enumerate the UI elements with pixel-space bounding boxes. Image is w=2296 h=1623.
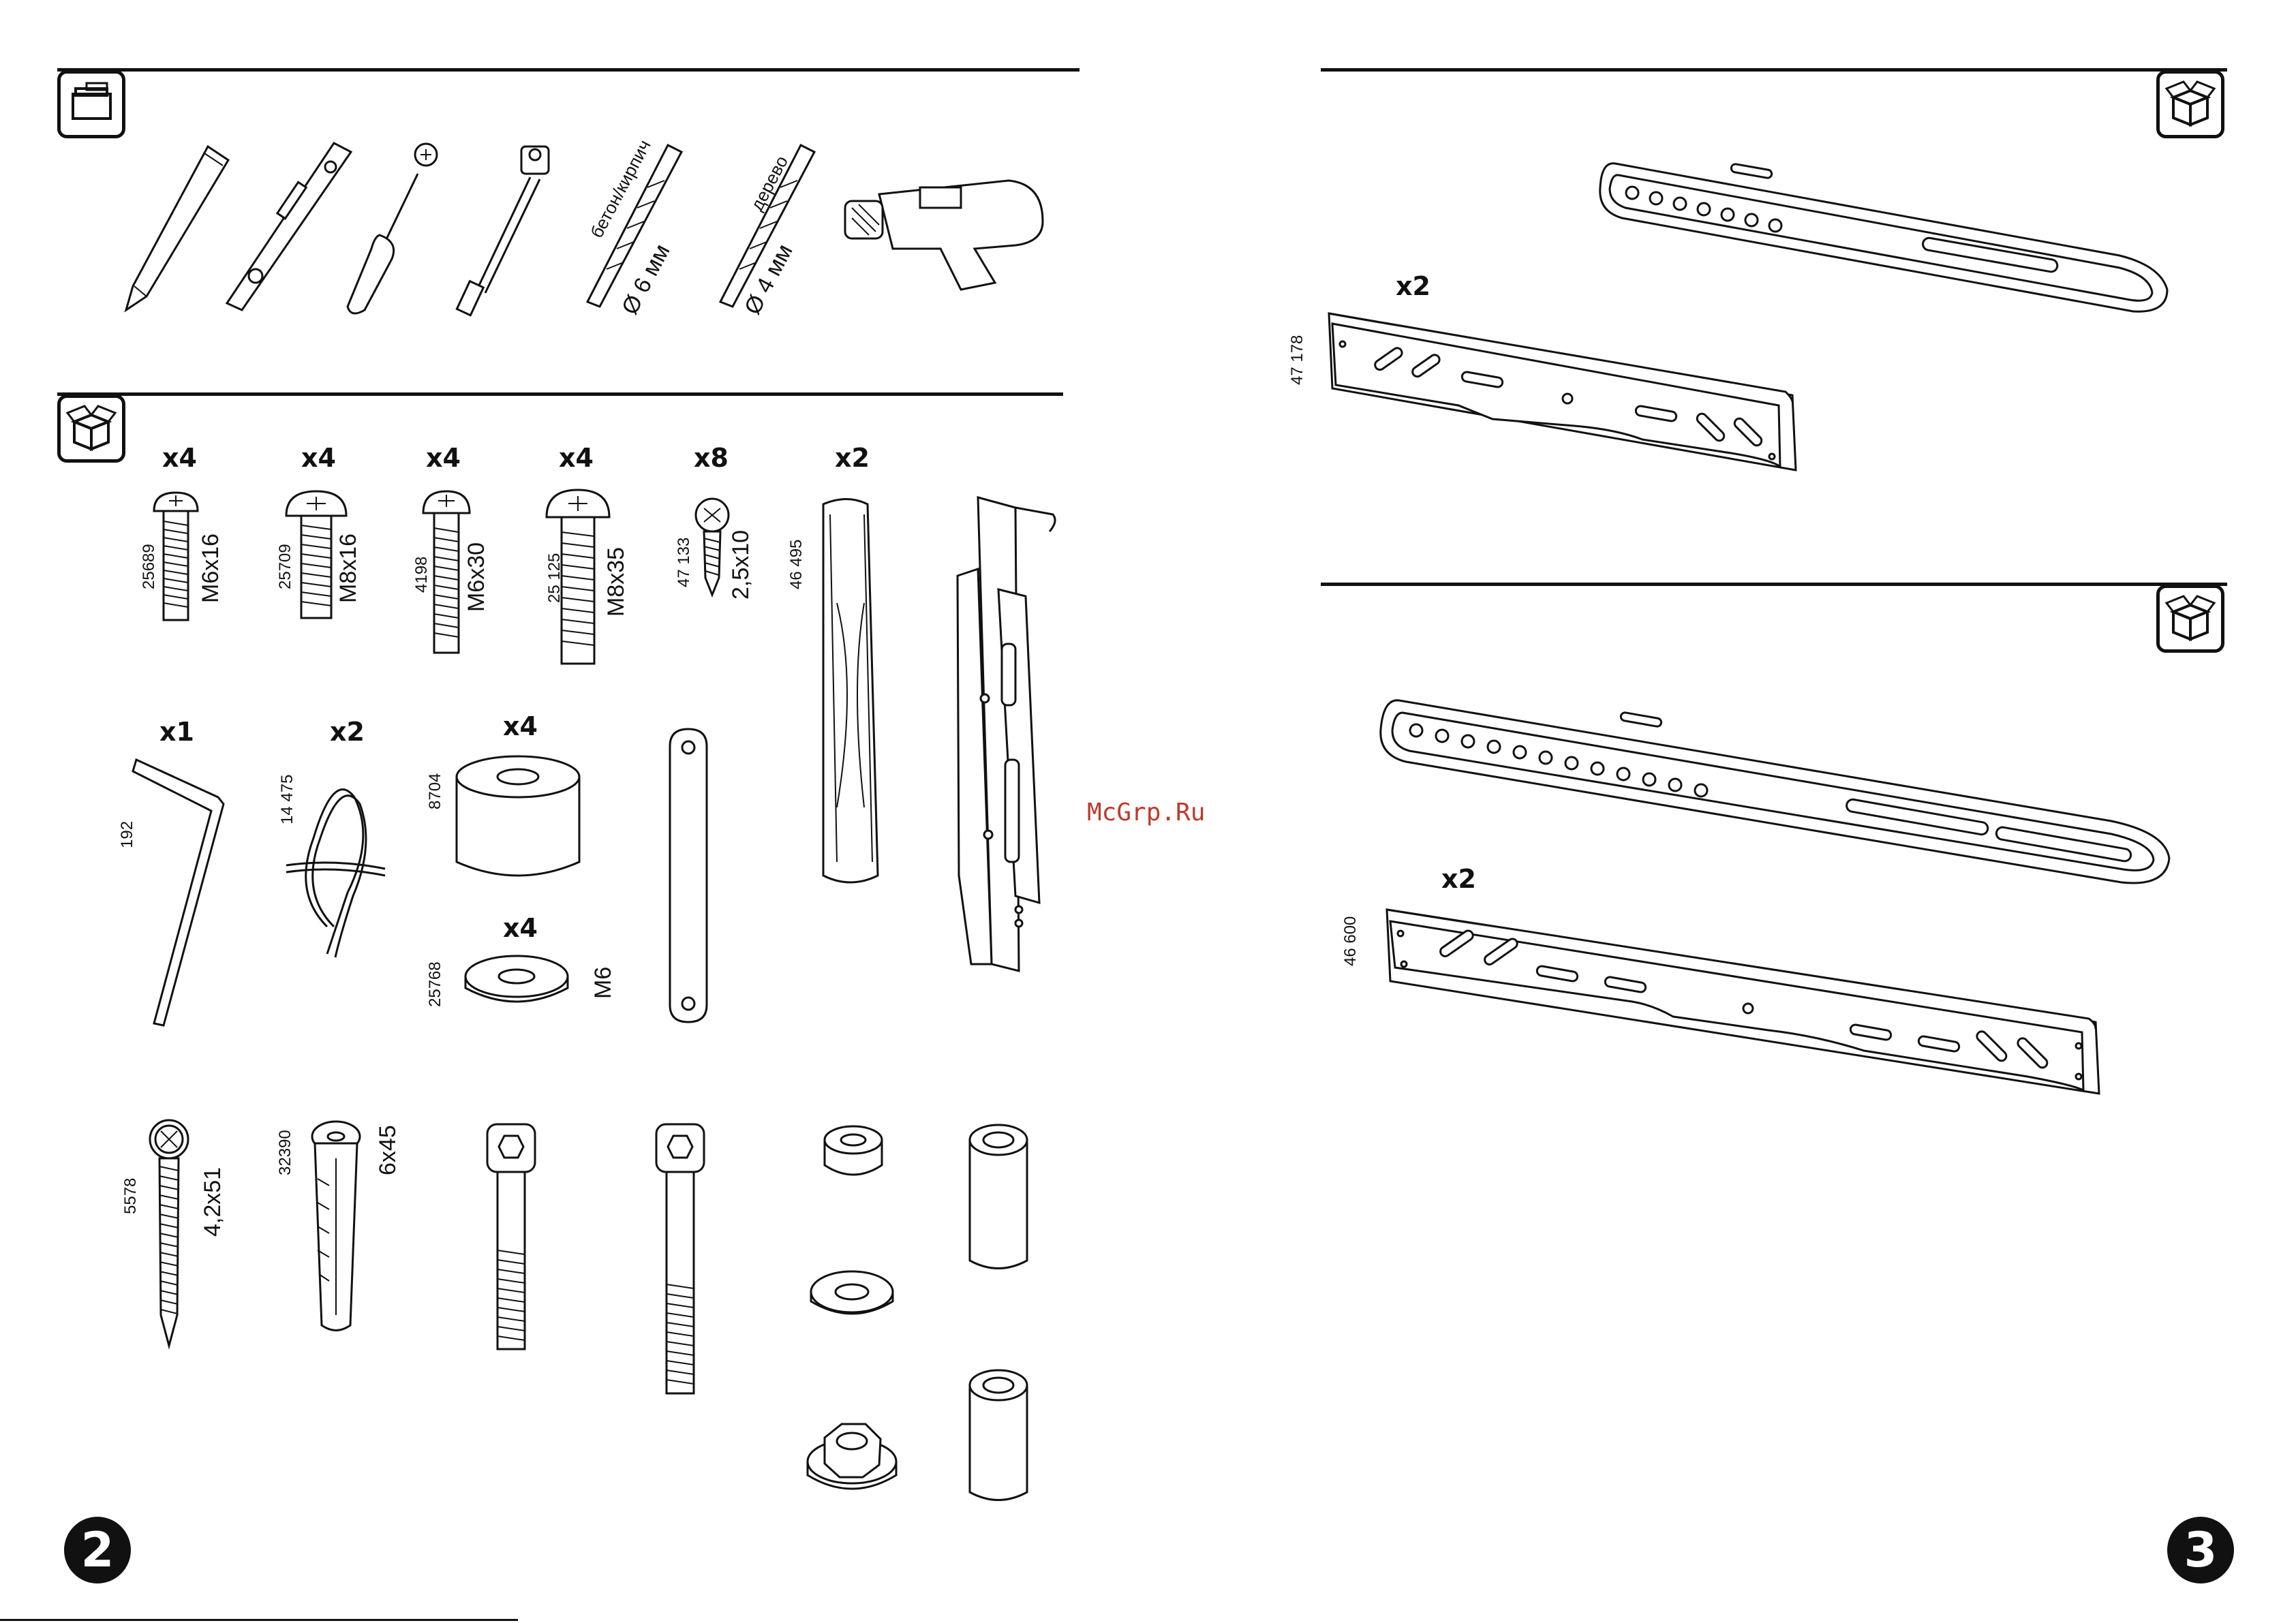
right-1-code: 47 178 bbox=[1288, 335, 1307, 385]
part-8-code: 14 475 bbox=[278, 775, 297, 824]
page-number-right: 3 bbox=[2167, 1517, 2234, 1583]
part-5-code: 47 133 bbox=[675, 538, 694, 587]
tv-bracket-2 bbox=[1380, 906, 2116, 1097]
pencil-icon bbox=[119, 140, 235, 317]
part-8-qty: x2 bbox=[330, 717, 365, 747]
page-number-left: 2 bbox=[64, 1517, 131, 1583]
right-2-code: 46 600 bbox=[1341, 916, 1360, 966]
part-4-qty: x4 bbox=[559, 443, 594, 473]
part-6-qty: x2 bbox=[835, 443, 870, 473]
part-4-size: M8x35 bbox=[603, 547, 630, 617]
vertical-arm-bracket bbox=[951, 494, 1060, 985]
part-11-size: 4,2x51 bbox=[200, 1167, 226, 1237]
part-3-code: 4198 bbox=[412, 557, 431, 593]
washer-m6 bbox=[462, 950, 571, 1012]
socket-cap-bolt-short bbox=[477, 1121, 545, 1356]
part-7-qty: x1 bbox=[159, 717, 194, 747]
tools-section-rule bbox=[57, 68, 1080, 72]
part-3-size: M6x30 bbox=[463, 542, 490, 612]
part-1-size: M6x16 bbox=[198, 534, 224, 603]
part-11-code: 5578 bbox=[121, 1178, 140, 1214]
power-drill-icon bbox=[838, 153, 1063, 296]
spacer-tube-1 bbox=[964, 1121, 1032, 1278]
part-6-code: 46 495 bbox=[787, 540, 806, 589]
right-2-qty: x2 bbox=[1441, 864, 1476, 894]
right-section-2-rule bbox=[1321, 583, 2227, 586]
box-icon bbox=[57, 395, 125, 463]
part-12-size: 6x45 bbox=[375, 1125, 401, 1175]
part-7-code: 192 bbox=[118, 821, 137, 848]
box-icon-right-1 bbox=[2156, 70, 2224, 138]
part-3-qty: x4 bbox=[426, 443, 461, 473]
part-10-size: M6 bbox=[590, 967, 617, 999]
part-10-code: 25768 bbox=[426, 961, 445, 1007]
hex-key bbox=[129, 756, 232, 1029]
part-9-code: 8704 bbox=[426, 773, 445, 809]
part-10-qty: x4 bbox=[503, 913, 538, 943]
part-1-code: 25689 bbox=[140, 544, 159, 589]
toolbox-icon bbox=[57, 70, 125, 138]
tv-bracket-1 bbox=[1322, 310, 1813, 474]
screwdriver-icon bbox=[337, 140, 453, 317]
wall-rail-short bbox=[1595, 153, 2188, 324]
socket-wrench-icon bbox=[450, 140, 566, 317]
watermark: McGrp.Ru bbox=[1087, 799, 1205, 826]
part-9-qty: x4 bbox=[503, 711, 538, 741]
part-2-qty: x4 bbox=[301, 443, 336, 473]
cover-cap-part bbox=[810, 494, 885, 889]
bottom-edge-line bbox=[0, 1619, 518, 1621]
right-1-qty: x2 bbox=[1396, 271, 1430, 301]
connecting-plate bbox=[664, 726, 712, 1025]
wall-plug-6x45 bbox=[305, 1117, 367, 1335]
part-5-qty: x8 bbox=[694, 443, 729, 473]
part-5-size: 2,5x10 bbox=[728, 530, 754, 600]
box-icon-right-2 bbox=[2156, 585, 2224, 653]
part-12-code: 32390 bbox=[276, 1130, 295, 1175]
spacer-ring-small bbox=[819, 1123, 887, 1184]
socket-cap-bolt-long bbox=[646, 1121, 714, 1400]
part-4-code: 25 125 bbox=[545, 553, 564, 603]
flange-nut bbox=[804, 1410, 900, 1502]
wall-rail-long bbox=[1375, 688, 2176, 893]
part-2-size: M8x16 bbox=[335, 534, 362, 603]
spacer-tube-2 bbox=[964, 1366, 1032, 1509]
right-section-1-rule bbox=[1321, 68, 2227, 72]
parts-section-rule bbox=[57, 392, 1063, 396]
washer-small bbox=[808, 1266, 896, 1327]
spacer-cylinder bbox=[453, 753, 583, 889]
part-1-qty: x4 bbox=[162, 443, 197, 473]
wood-screw-4-2x51 bbox=[135, 1117, 203, 1349]
part-2-code: 25709 bbox=[276, 544, 295, 589]
